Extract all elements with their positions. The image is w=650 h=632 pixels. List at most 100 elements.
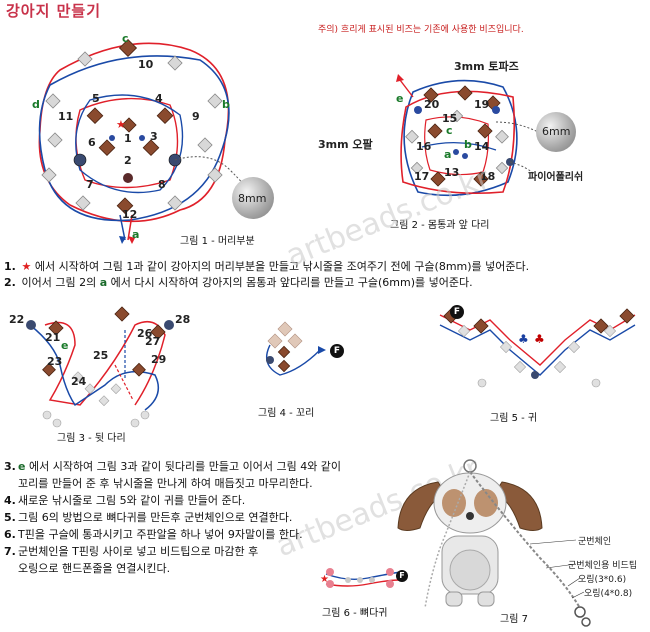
fig3-label-e: e: [61, 339, 69, 352]
instruction-7: 7.군번체인을 T핀링 사이로 넣고 비드팁으로 마감한 후: [4, 543, 341, 560]
fig3-label-21: 21: [45, 331, 61, 344]
instruction-3: 3.e 에서 시작하여 그림 3과 같이 뒷다리를 만들고 이어서 그림 4와 …: [4, 458, 341, 475]
instruction-5: 5.그림 6의 방법으로 뼈다귀를 만든후 군번체인으로 연결한다.: [4, 509, 341, 526]
fig1-label-a: a: [132, 228, 140, 241]
instruction-1-text: 에서 시작하여 그림 1과 같이 강아지의 머리부분을 만들고 낚시줄을 조여주…: [31, 260, 530, 273]
instruction-6-text: T핀을 구슬에 통과시키고 주판알을 하나 넣어 9자말이를 한다.: [18, 528, 303, 541]
figure-4-diagram: [266, 321, 326, 376]
instruction-3b-text: 꼬리를 만들어 준 후 낚시줄을 만나게 하여 매듭짓고 마무리한다.: [18, 477, 313, 490]
figure-2-caption: 그림 2 - 몸통과 앞 다리: [390, 220, 490, 231]
start-marker-label: F: [453, 307, 461, 317]
fig3-label-24: 24: [71, 375, 87, 388]
instruction-1-num: 1.: [4, 260, 16, 273]
figure-4-tail: F 그림 4 - 꼬리: [240, 320, 360, 420]
fig7-label-bead-tip: 군번체인용 비드팁: [568, 561, 638, 571]
instruction-7-text: 군번체인을 T핀링 사이로 넣고 비드팁으로 마감한 후: [18, 545, 259, 558]
fig3-label-27: 27: [145, 335, 161, 348]
page-title: 강아지 만들기: [6, 2, 102, 20]
fig2-label-20: 20: [424, 98, 440, 111]
instruction-2-num: 2.: [4, 276, 16, 289]
figure-1-diagram: ★: [38, 38, 251, 244]
figure-1-head: ★ 8mm c d b 10 5 4 11 9 6 1 3 2 7 8 12 a…: [20, 30, 280, 250]
ball-6mm-icon: [536, 112, 576, 152]
finish-marker-label: F: [333, 346, 341, 356]
topaz-label: 3mm 토파즈: [454, 60, 519, 73]
figure-3-legs: 22 21 e 23 25 26 27 28 29 24 그림 3 - 뒷 다리: [5, 305, 195, 445]
fig2-label-19: 19: [474, 98, 490, 111]
fig1-label-8: 8: [158, 178, 166, 191]
figure-7-caption: 그림 7: [500, 614, 528, 625]
figure-6-caption: 그림 6 - 뼈다귀: [322, 608, 388, 619]
instruction-1: 1. ★ 에서 시작하여 그림 1과 같이 강아지의 머리부분을 만들고 낚시줄…: [4, 258, 529, 274]
instruction-2: 2. 이어서 그림 2의 a 에서 다시 시작하여 강아지의 몸통과 앞다리를 …: [4, 274, 473, 290]
fig2-label-c: c: [446, 124, 453, 137]
bone-finish-marker-label: F: [399, 571, 405, 580]
ball-6mm-label: 6mm: [542, 125, 571, 138]
svg-text:♣: ♣: [534, 332, 545, 346]
fig3-label-25: 25: [93, 349, 109, 362]
instruction-6-num: 6.: [4, 528, 16, 541]
fig7-label-oring-large: 오링(4*0.8): [584, 589, 633, 599]
instruction-7b-text: 오링으로 핸드폰줄을 연결시킨다.: [18, 562, 171, 575]
instruction-5-text: 그림 6의 방법으로 뼈다귀를 만든후 군번체인으로 연결한다.: [18, 511, 293, 524]
figure-5-diagram: ♣ ♣: [439, 308, 636, 388]
instruction-3-text: 에서 시작하여 그림 3과 같이 뒷다리를 만들고 이어서 그림 4와 같이: [25, 460, 342, 473]
figure-6-diagram: ★: [320, 568, 401, 588]
fig1-label-10: 10: [138, 58, 154, 71]
finish-marker-icon: F: [330, 344, 344, 358]
instruction-7-num: 7.: [4, 545, 16, 558]
figure-2-diagram: [396, 74, 539, 197]
svg-text:★: ★: [320, 574, 329, 585]
figure-7-diagram: [397, 459, 591, 627]
fig3-label-28: 28: [175, 313, 191, 326]
opal-label: 3mm 오팔: [318, 138, 373, 151]
svg-text:★: ★: [116, 118, 126, 131]
fig7-label-chain: 군번체인: [578, 537, 612, 547]
fig2-label-18: 18: [480, 170, 496, 183]
fig3-label-23: 23: [47, 355, 63, 368]
instruction-2-text: 에서 다시 시작하여 강아지의 몸통과 앞다리를 만들고 구슬(6mm)를 넣어…: [107, 276, 473, 289]
start-star-icon: ★: [21, 260, 32, 273]
ball-8mm-label: 8mm: [238, 192, 267, 205]
fig1-label-6: 6: [88, 136, 96, 149]
figure-5-ears: ♣ ♣ F 그림 5 - 귀: [430, 305, 645, 430]
figure-6-bone: ★ F 그림 6 - 뼈다귀: [318, 560, 418, 622]
figure-3-caption: 그림 3 - 뒷 다리: [57, 433, 126, 444]
figure-4-caption: 그림 4 - 꼬리: [258, 408, 315, 419]
fig1-label-b: b: [222, 98, 230, 111]
fig1-label-4: 4: [155, 92, 163, 105]
svg-text:♣: ♣: [518, 332, 529, 346]
ball-8mm-icon: [232, 177, 274, 219]
fig2-label-13: 13: [444, 166, 460, 179]
fig1-label-2: 2: [124, 154, 132, 167]
fig1-label-7: 7: [86, 178, 94, 191]
pearl-label: 파이어폴리쉬: [528, 172, 584, 183]
note-text: 주의) 흐리게 표시된 비즈는 기존에 사용한 비즈입니다.: [318, 25, 524, 35]
fig1-label-5: 5: [92, 92, 100, 105]
fig1-label-d: d: [32, 98, 40, 111]
instructions-bottom: 3.e 에서 시작하여 그림 3과 같이 뒷다리를 만들고 이어서 그림 4와 …: [4, 458, 341, 577]
instruction-4: 4.새로운 낚시줄로 그림 5와 같이 귀를 만들어 준다.: [4, 492, 341, 509]
instruction-6: 6.T핀을 구슬에 통과시키고 주판알을 하나 넣어 9자말이를 한다.: [4, 526, 341, 543]
fig7-label-oring-small: 오링(3*0.6): [578, 575, 627, 585]
instruction-2-mark: a: [99, 276, 108, 289]
fig2-label-a: a: [444, 148, 452, 161]
fig2-label-e: e: [396, 92, 404, 105]
instruction-3b: 꼬리를 만들어 준 후 낚시줄을 만나게 하여 매듭짓고 마무리한다.: [4, 475, 341, 492]
figure-2-body: 6mm 3mm 토파즈 3mm 오팔 파이어폴리쉬 e 20 19 15 c 1…: [318, 52, 648, 242]
instruction-4-num: 4.: [4, 494, 16, 507]
figure-3-diagram: [26, 306, 174, 428]
instruction-5-num: 5.: [4, 511, 16, 524]
fig3-label-29: 29: [151, 353, 167, 366]
instruction-4-text: 새로운 낚시줄로 그림 5와 같이 귀를 만들어 준다.: [18, 494, 246, 507]
fig2-label-15: 15: [442, 112, 458, 125]
fig2-label-b: b: [464, 138, 472, 151]
figure-5-caption: 그림 5 - 귀: [490, 413, 538, 424]
figure-7-dog: 군번체인 군번체인용 비드팁 오링(3*0.6) 오링(4*0.8) 그림 7: [390, 458, 648, 628]
fig1-label-9: 9: [192, 110, 200, 123]
start-marker-icon: F: [450, 305, 464, 319]
fig2-label-14: 14: [474, 140, 490, 153]
bone-finish-marker-icon: F: [396, 570, 408, 582]
figure-1-caption: 그림 1 - 머리부분: [180, 236, 255, 247]
fig1-label-c: c: [122, 32, 129, 45]
